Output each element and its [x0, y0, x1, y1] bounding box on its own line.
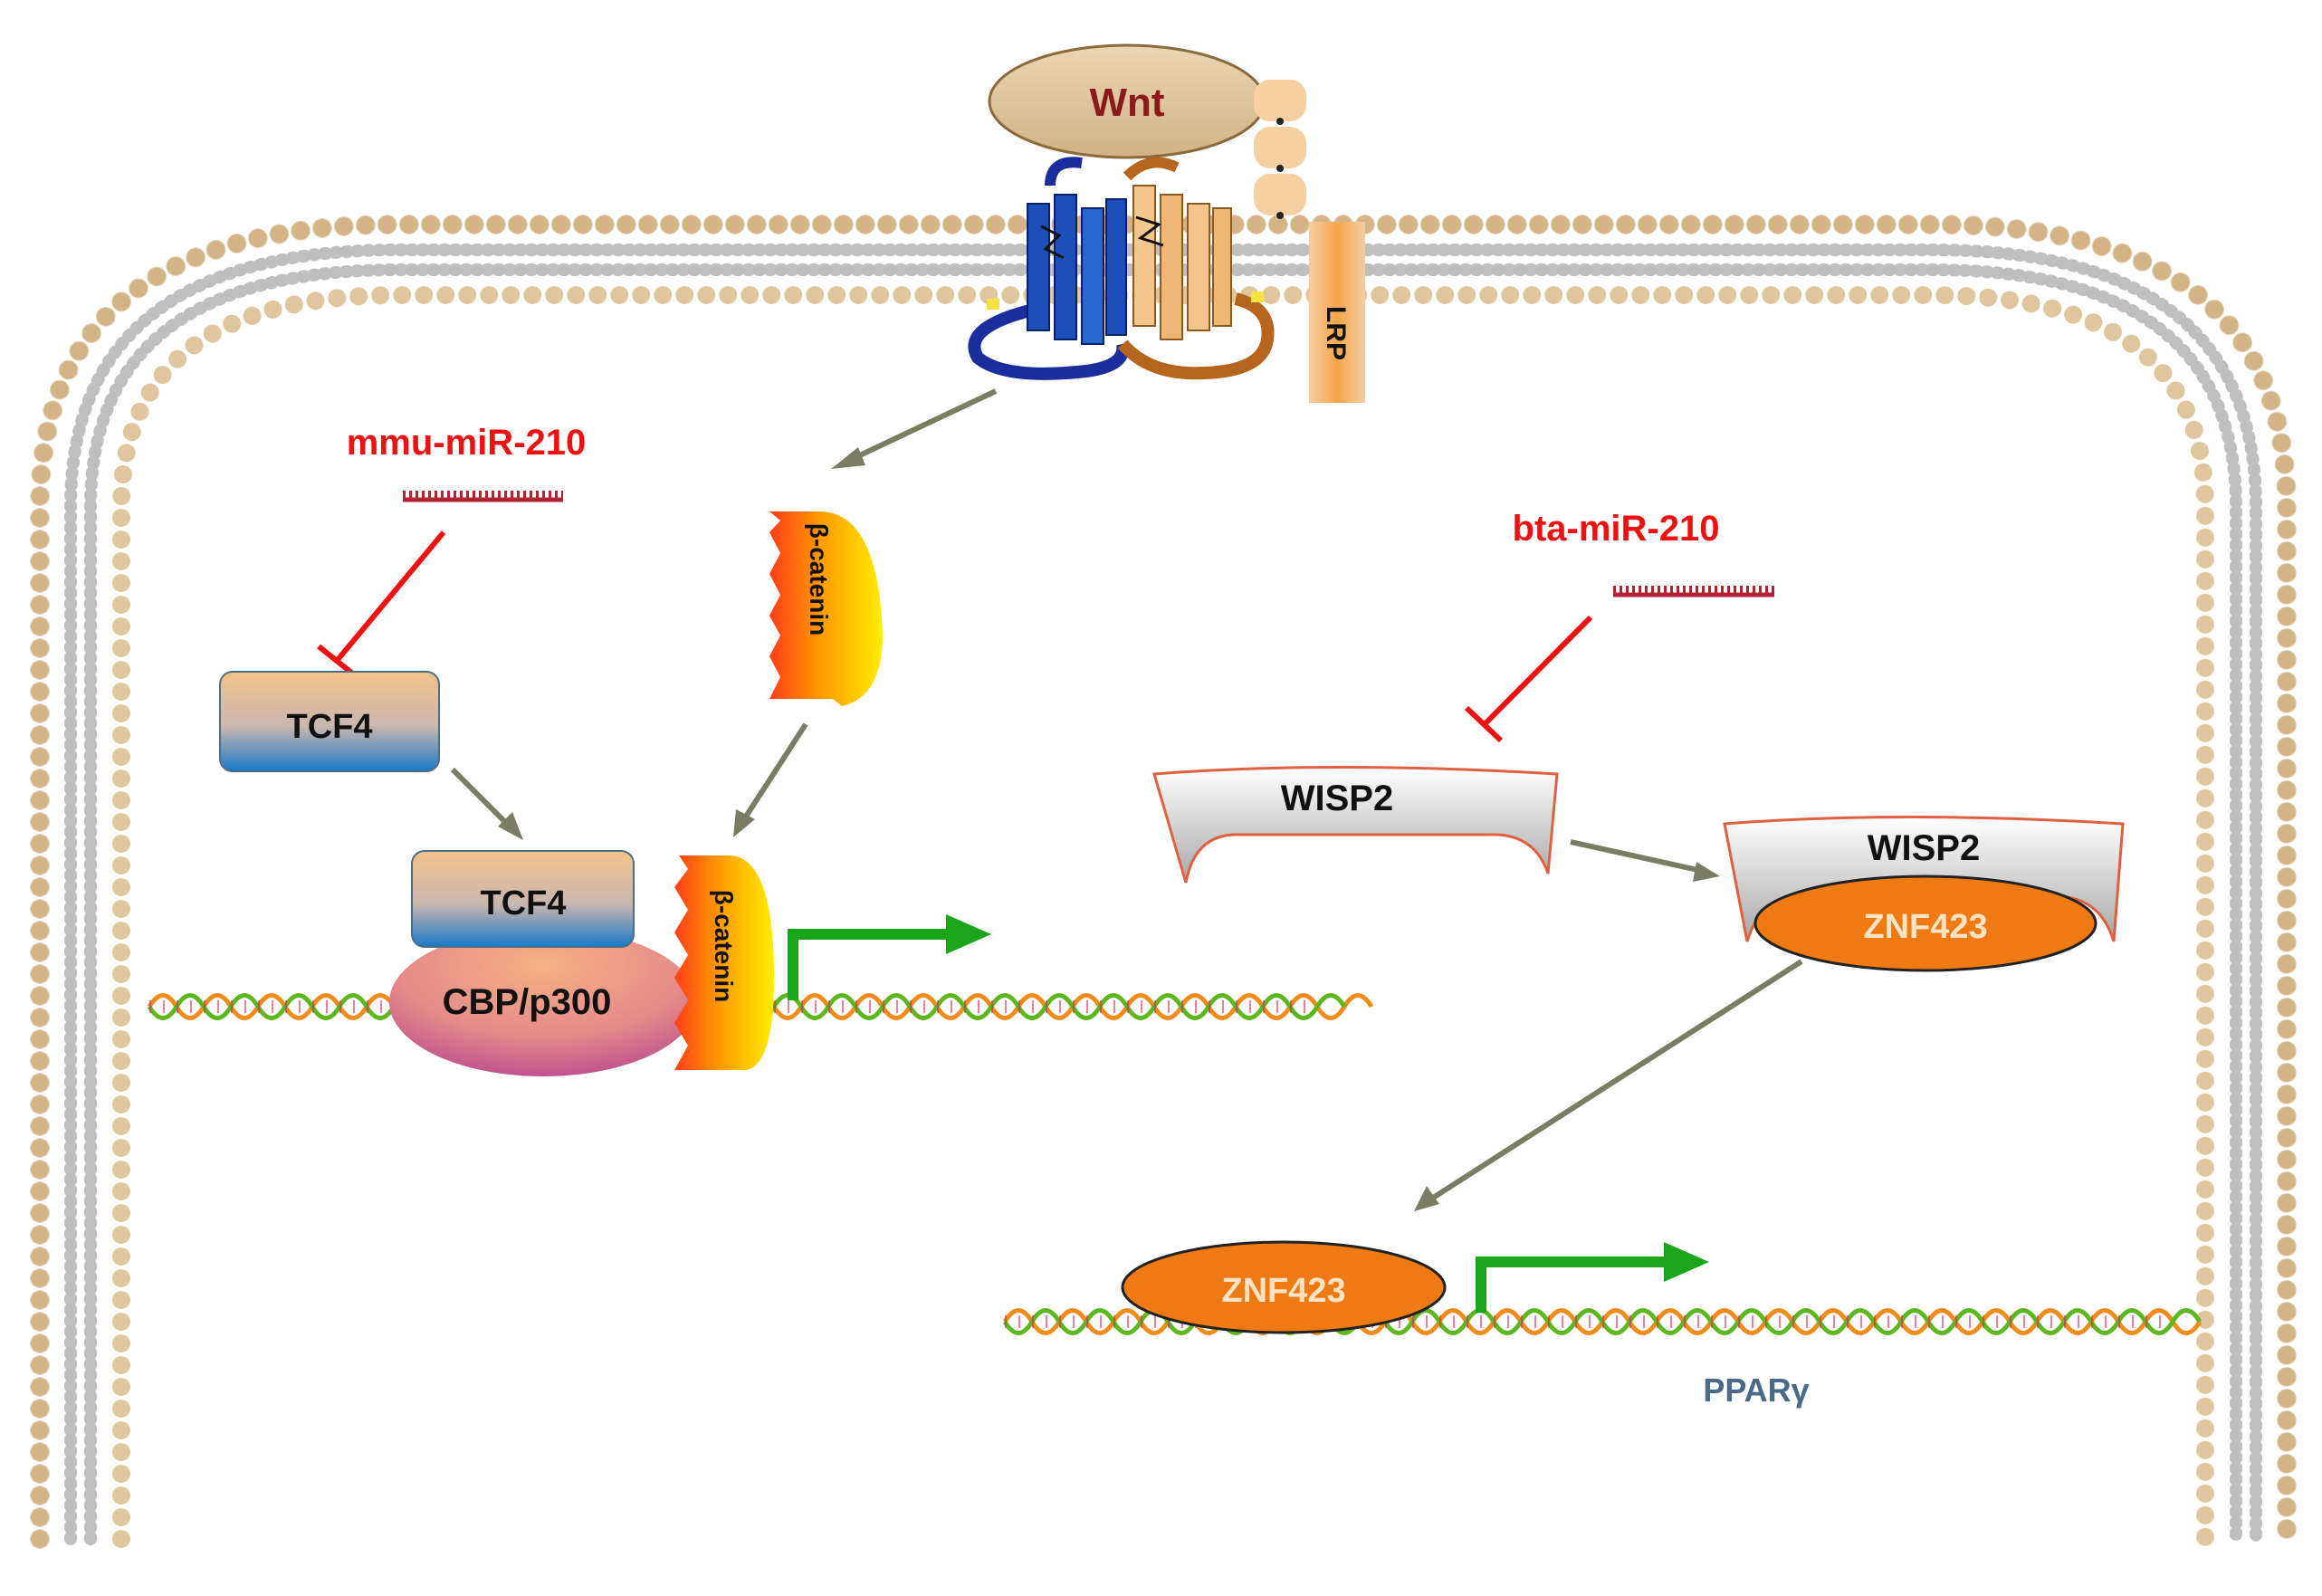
mmu-mir-label: mmu-miR-210 — [347, 423, 587, 463]
activation-arrows — [450, 388, 1803, 1211]
znf423-complex-label: ZNF423 — [1863, 908, 1987, 946]
arrow-tcf4-to-dna — [450, 767, 523, 840]
arrow-complex-to-znf423 — [1414, 959, 1803, 1211]
wisp2-znf423-complex: WISP2 ZNF423 — [1723, 816, 2125, 972]
tcf4-free: TCF4 — [219, 671, 440, 772]
wisp2-free: WISP2 — [1152, 766, 1559, 884]
mirna-strand-icon — [1613, 586, 1774, 597]
beta-catenin-bound: β-catenin — [674, 855, 774, 1070]
arrow-catenin-to-dna — [733, 722, 808, 837]
frizzled-receptor-icon — [968, 157, 1275, 380]
mmu-mir-210: mmu-miR-210 — [347, 423, 587, 502]
mirna-strand-icon — [403, 491, 563, 502]
inhibition-mmu-to-tcf4 — [317, 530, 446, 678]
arrow-receptor-to-catenin — [831, 388, 998, 469]
arrow-wisp2-to-complex — [1570, 839, 1720, 882]
wnt-ligand: Wnt — [988, 43, 1266, 159]
bta-mir-label: bta-miR-210 — [1513, 509, 1720, 549]
bta-mir-210: bta-miR-210 — [1513, 509, 1774, 597]
wnt-label: Wnt — [1089, 81, 1164, 125]
lrp-coreceptor: LRP — [1254, 80, 1365, 403]
znf423-dna-label: ZNF423 — [1221, 1272, 1345, 1310]
lrp-label: LRP — [1321, 306, 1351, 360]
cbp-p300: CBP/p300 — [389, 928, 697, 1076]
beta-catenin-bound-label: β-catenin — [710, 890, 738, 1002]
wisp2-free-label: WISP2 — [1281, 779, 1393, 818]
tcf4-free-label: TCF4 — [287, 708, 373, 746]
transcription-start-arrow-icon — [1476, 1242, 1709, 1313]
beta-catenin-free: β-catenin — [769, 511, 883, 706]
ppar-label: PPARγ — [1703, 1371, 1809, 1409]
tcf4-bound: TCF4 — [411, 850, 635, 948]
beta-catenin-free-label: β-catenin — [805, 523, 833, 636]
cbp-label: CBP/p300 — [443, 982, 612, 1022]
transcription-start-arrow-icon — [788, 914, 991, 1000]
tcf4-bound-label: TCF4 — [481, 884, 567, 922]
inhibition-bta-to-wisp2 — [1464, 615, 1593, 743]
znf423-on-dna: ZNF423 — [1121, 1240, 1447, 1334]
wisp2-bound-label: WISP2 — [1868, 828, 1980, 868]
